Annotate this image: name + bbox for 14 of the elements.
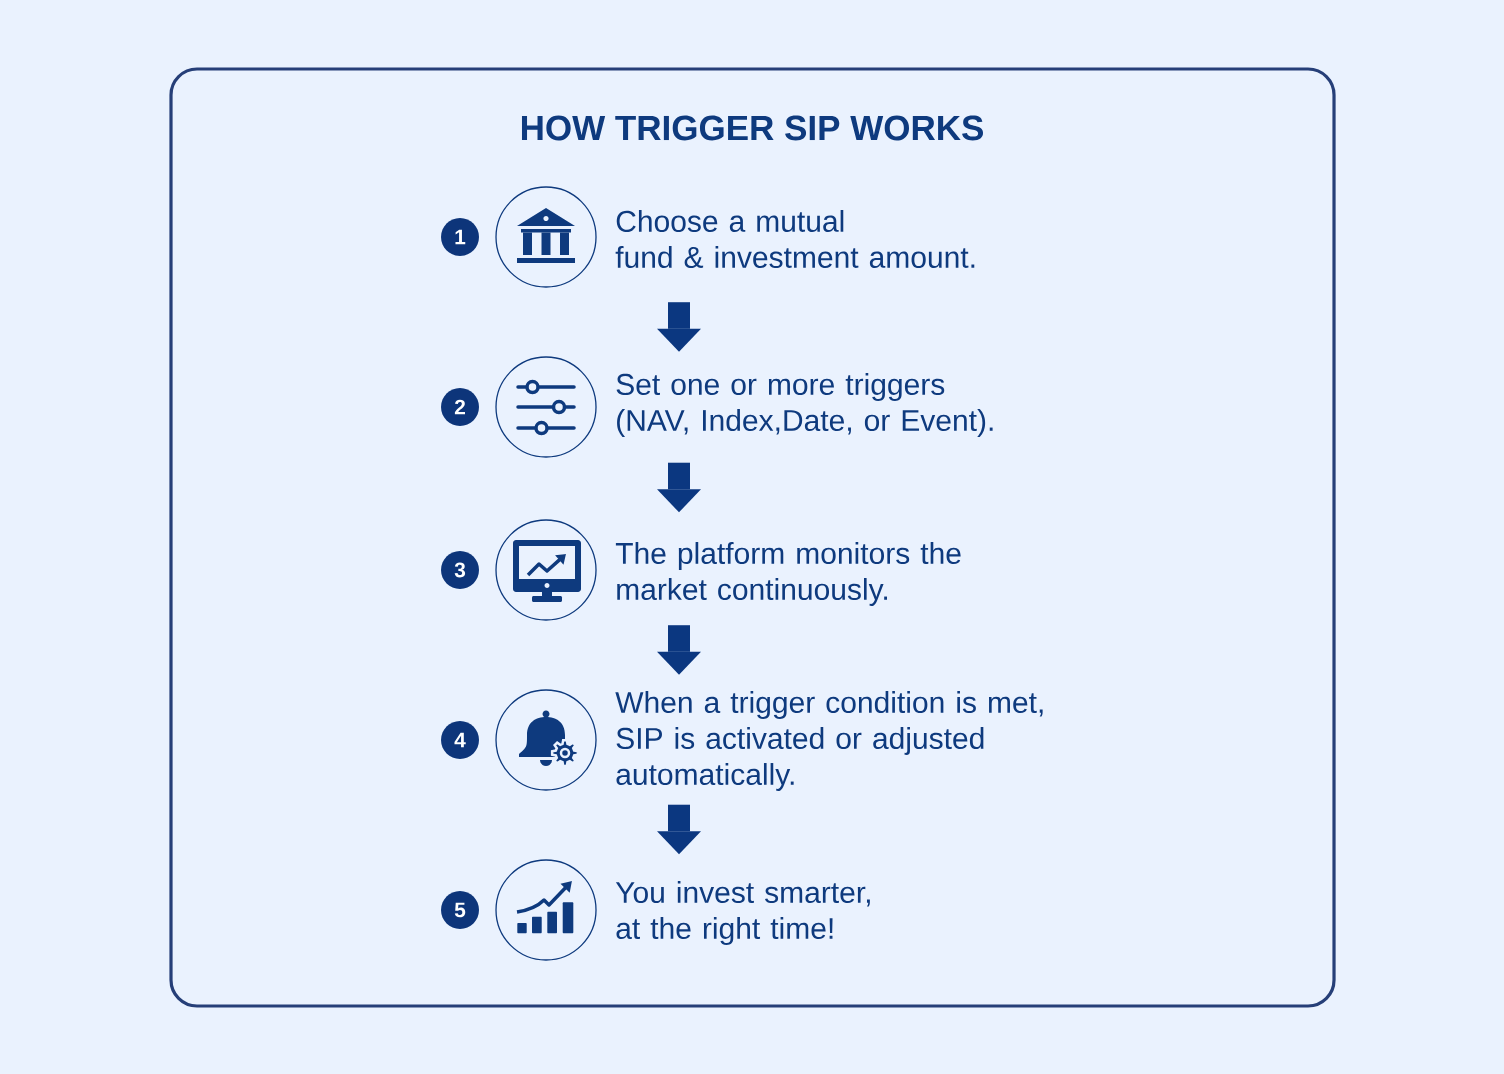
number-badge: 5 <box>441 891 479 929</box>
number-badge: 4 <box>441 721 479 759</box>
number-badge: 2 <box>441 388 479 426</box>
number-badge: 1 <box>441 218 479 256</box>
title: HOW TRIGGER SIP WORKS <box>522 115 983 141</box>
arrow <box>657 462 701 513</box>
number-badge: 3 <box>441 551 479 589</box>
step-text: Set one or more triggers (NAV, Index,Date, or Event). <box>616 373 993 437</box>
step-text: When a trigger condition is met, SIP is activated or adjusted automatically. <box>615 691 1043 791</box>
arrow <box>657 625 701 675</box>
step-text: You invest smarter, at the right time! <box>615 881 870 945</box>
arrow <box>657 804 701 855</box>
step-text: Choose a mutual fund & investment amount. <box>615 210 975 269</box>
step-text: The platform monitors the market continuously. <box>615 542 961 606</box>
